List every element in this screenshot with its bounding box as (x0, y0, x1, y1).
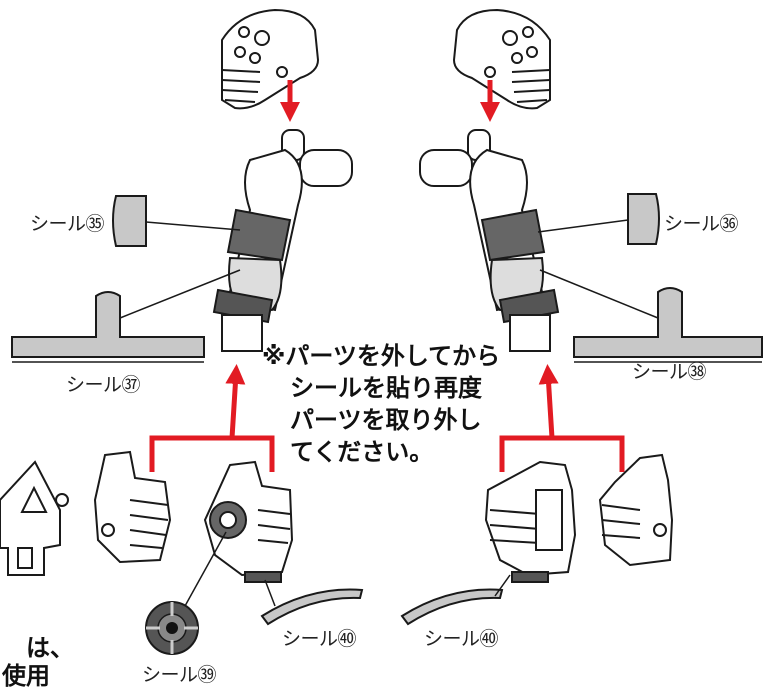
head-part-left (221, 8, 320, 110)
leader-36 (537, 219, 629, 233)
sticker-38-shape (573, 287, 763, 358)
red-bracket-right (499, 364, 625, 472)
partial-part-far-left (0, 460, 69, 576)
sticker-39-shape (145, 601, 199, 655)
head-part-right (452, 8, 551, 110)
note-line-1: ※パーツを外してから (262, 342, 501, 370)
leader-38 (539, 269, 659, 319)
label-sticker-37: シール㊲ (66, 374, 141, 396)
arm-assembly-right (419, 129, 560, 352)
label-sticker-35: シール㉟ (30, 213, 105, 235)
leader-37 (119, 269, 241, 319)
sticker-35-shape (112, 195, 147, 247)
leader-35 (145, 221, 241, 231)
cutoff-text-line-2: 使用 (2, 662, 50, 690)
lower-part-right-2 (598, 453, 674, 567)
sticker-40-right-shape (400, 588, 504, 626)
sticker-40-left-shape (260, 588, 364, 626)
cutoff-text-line-1: は、 (26, 634, 74, 662)
instruction-note: ※パーツを外してから シールを貼り再度 パーツを取り外し てください。 (262, 340, 500, 468)
label-sticker-38: シール㊳ (632, 361, 707, 383)
red-bracket-left (149, 364, 275, 472)
leader-40-left (264, 579, 276, 607)
lower-part-right-1 (484, 460, 577, 583)
note-line-3: パーツを取り外し (290, 406, 482, 434)
note-line-4: てください。 (290, 438, 434, 466)
sticker-36-shape (627, 193, 660, 245)
note-line-2: シールを貼り再度 (290, 374, 482, 402)
leader-40-right (494, 574, 511, 597)
label-sticker-40-left: シール㊵ (282, 628, 357, 650)
lower-part-left-2 (203, 460, 294, 583)
sticker-37-shape (11, 291, 205, 358)
label-sticker-40-right: シール㊵ (424, 628, 499, 650)
leader-39 (184, 531, 227, 607)
label-sticker-36: シール㊱ (664, 213, 739, 235)
label-sticker-39: シール㊴ (142, 664, 217, 686)
arm-assembly-left (212, 129, 353, 352)
lower-part-left-1 (93, 450, 172, 564)
